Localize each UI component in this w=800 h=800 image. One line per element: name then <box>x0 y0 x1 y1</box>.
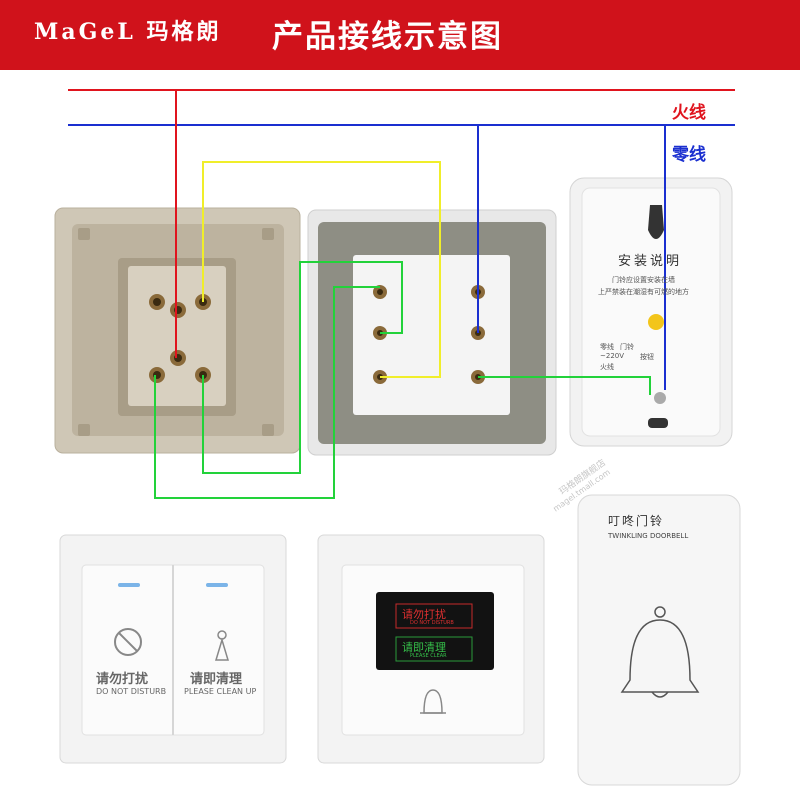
receiver-label-voltage: ~220V <box>600 352 625 360</box>
receiver-label-live: 火线 <box>600 363 614 371</box>
page-title: 产品接线示意图 <box>272 19 503 55</box>
neutral-wire-label: 零线 <box>672 145 706 165</box>
yellow-wire <box>202 161 441 378</box>
switch-sub-dnd: DO NOT DISTURB <box>96 687 167 696</box>
doorbell-receiver-back <box>569 177 733 447</box>
receiver-label-button: 按钮 <box>640 353 654 361</box>
wiring-diagram <box>54 89 741 786</box>
brand-logo: MaGeL 玛格朗 <box>34 19 222 45</box>
receiver-label-doorbell: 门铃 <box>620 343 634 351</box>
header-banner: MaGeL 玛格朗 产品接线示意图 <box>0 0 800 70</box>
doorbell-title: 叮咚门铃 <box>608 514 665 528</box>
bell-icon <box>620 619 700 693</box>
install-note-1: 门铃应设置安装在墙 <box>612 276 675 284</box>
display-back-module <box>307 209 557 456</box>
install-title: 安装说明 <box>618 254 683 269</box>
display-dnd-sub: DO NOT DISTURB <box>410 620 454 626</box>
switch-sub-clean: PLEASE CLEAN UP <box>184 687 257 696</box>
switch-back-module <box>54 207 301 454</box>
receiver-label-neutral: 零线 <box>600 343 614 351</box>
green-wire-1 <box>154 286 380 499</box>
live-wire-label: 火线 <box>672 103 706 123</box>
green-wire-3 <box>478 376 651 395</box>
no-disturb-icon <box>114 628 142 656</box>
switch-label-dnd: 请勿打扰 <box>96 672 149 687</box>
install-note-2: 上严禁装在潮湿有可燃的地方 <box>598 288 689 296</box>
display-dnd-label: 请勿打扰 <box>402 608 446 621</box>
double-rocker-switch <box>59 534 287 764</box>
bell-button-icon <box>423 689 443 714</box>
dnd-display-panel <box>317 534 545 764</box>
switch-label-clean: 请即清理 <box>190 672 243 687</box>
display-clean-label: 请即清理 <box>402 641 446 654</box>
green-wire-2 <box>202 261 403 474</box>
display-clean-sub: PLEASE CLEAR <box>410 653 447 659</box>
doorbell-receiver-front <box>577 494 741 786</box>
doorbell-subtitle: TWINKLING DOORBELL <box>608 532 689 540</box>
